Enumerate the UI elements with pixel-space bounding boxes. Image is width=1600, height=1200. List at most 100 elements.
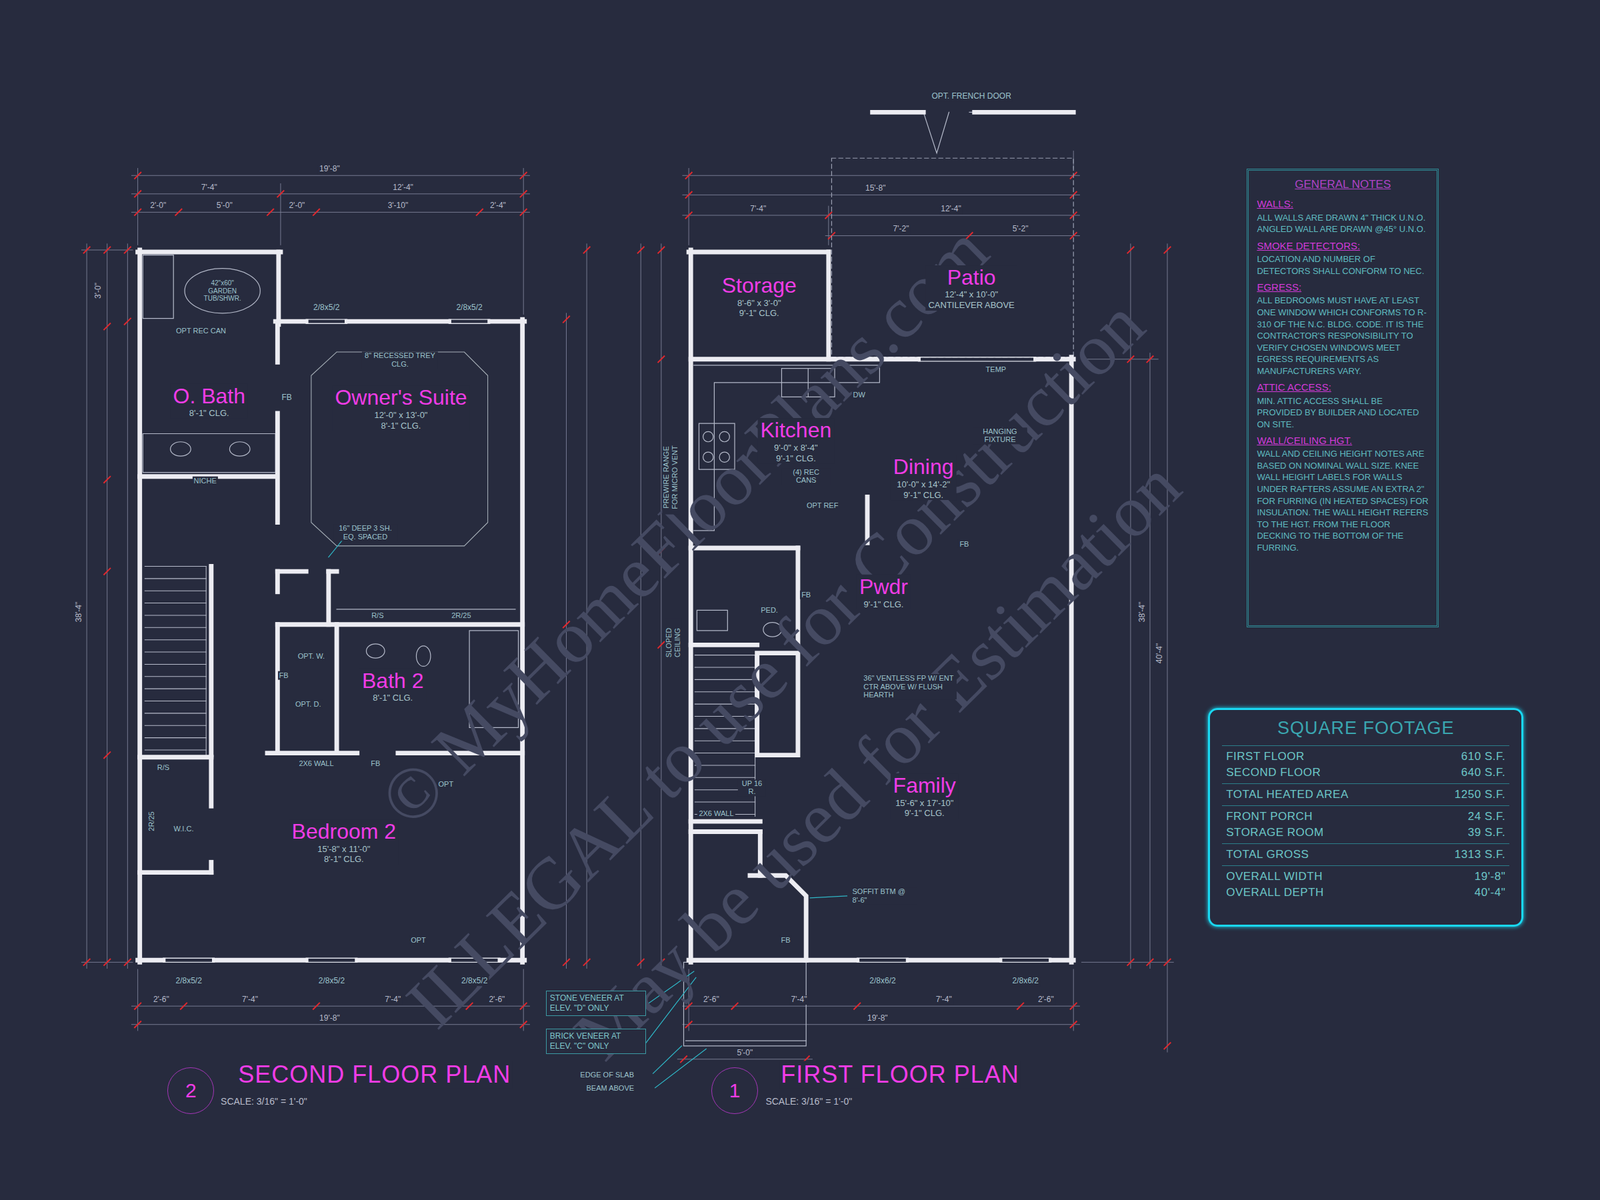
dimension-line <box>137 969 138 1031</box>
dimension-tick <box>313 209 320 216</box>
dimension-tick <box>104 476 110 483</box>
dimension-label: 2'-6" <box>487 995 506 1005</box>
table-cell-value: 1313 S.F. <box>1454 848 1506 862</box>
table-cell-value: 1250 S.F. <box>1454 788 1506 802</box>
annotation-label: (4) REC CANS <box>782 468 831 485</box>
table-row: TOTAL GROSS1313 S.F. <box>1222 846 1510 863</box>
annotation-label: 2R/25 <box>450 611 472 620</box>
table-cell-label: STORAGE ROOM <box>1226 826 1324 840</box>
annotation-label: NICHE <box>192 476 218 486</box>
window-symbol <box>163 958 215 959</box>
dimension-label: 15'-8" <box>864 184 888 194</box>
dimension-line <box>688 168 690 246</box>
table-heading: SQUARE FOOTAGE <box>1222 718 1510 746</box>
callout-text: BRICK VENEER AT ELEV. "C" ONLY <box>550 1031 642 1052</box>
square-footage-table: SQUARE FOOTAGEFIRST FLOOR610 S.F.SECOND … <box>1208 708 1524 927</box>
dimension-label: 7'-4" <box>383 995 402 1005</box>
room-name: Family <box>893 773 956 798</box>
dimension-label: 12'-4" <box>391 183 415 193</box>
wall <box>688 250 829 255</box>
dimension-line <box>682 175 1080 176</box>
room-name: Storage <box>722 273 797 298</box>
plan-title: FIRST FLOOR PLAN <box>779 1060 1020 1088</box>
dimension-line <box>677 1058 812 1060</box>
dimension-label: 19'-8" <box>318 1014 342 1024</box>
wall <box>872 110 924 115</box>
notes-subheading: EGRESS: <box>1256 280 1429 294</box>
room-info: 8'-1" CLG. <box>173 408 246 419</box>
dimension-label: 38'-4" <box>1138 600 1148 624</box>
dimension-line <box>131 193 530 194</box>
room-info: 9'-0" x 8'-4" <box>760 442 832 454</box>
dimension-tick <box>104 959 110 966</box>
room-info: 12'-0" x 13'-0" <box>334 410 467 421</box>
table-cell-value: 24 S.F. <box>1468 810 1506 824</box>
annotation-label: 2/8x5/2 <box>312 303 341 313</box>
table-group: TOTAL GROSS1313 S.F. <box>1222 843 1510 866</box>
dimension-tick <box>520 190 527 197</box>
table-group: TOTAL HEATED AREA 1250 S.F. <box>1222 783 1510 806</box>
annotation-label: TEMP <box>984 365 1008 374</box>
stair-tread <box>144 652 206 653</box>
dimension-tick <box>104 568 110 575</box>
dimension-tick <box>686 172 692 179</box>
stair-tread <box>144 566 206 567</box>
dimension-label: 7'-4" <box>240 995 260 1005</box>
stair-tread <box>144 688 206 690</box>
dimension-label: 7'-4" <box>200 183 219 193</box>
window-symbol <box>1000 962 1052 963</box>
table-row: TOTAL HEATED AREA 1250 S.F. <box>1222 786 1510 803</box>
notes-body: ALL WALLS ARE DRAWN 4" THICK U.N.O. ANGL… <box>1256 212 1429 236</box>
table-cell-value: 610 S.F. <box>1461 750 1506 764</box>
dimension-line <box>523 969 524 1031</box>
annotation-label: OPT REC CAN <box>174 326 228 336</box>
annotation-label: 2/8x6/2 <box>1011 977 1040 987</box>
annotation-label: HANGING FIXTURE <box>973 427 1028 444</box>
dimension-tick <box>1146 959 1153 966</box>
plan-number: 1 <box>729 1079 741 1102</box>
window-symbol <box>163 962 215 963</box>
annotation-label: FB <box>369 759 382 768</box>
dimension-label: 2'-0" <box>148 201 168 211</box>
annotation-label: FB <box>780 935 792 944</box>
fixture-outline <box>142 434 276 473</box>
dimension-label: 7'-4" <box>748 204 768 214</box>
dimension-tick <box>134 1021 141 1028</box>
dimension-tick <box>267 209 274 216</box>
dimension-line <box>682 214 1080 216</box>
annotation-label: PED. <box>759 606 780 615</box>
fixture-outline <box>336 608 516 610</box>
room-info: 9'-1" CLG. <box>893 490 954 501</box>
dimension-tick <box>854 1003 860 1010</box>
stair-tread <box>144 590 206 592</box>
room-info: 8'-1" CLG. <box>292 854 397 865</box>
room-label: O. Bath8'-1" CLG. <box>170 383 249 418</box>
callout-box: STONE VENEER AT ELEV. "D" ONLY <box>546 990 646 1016</box>
table-row: FIRST FLOOR610 S.F. <box>1222 748 1510 765</box>
room-label: Storage8'-6" x 3'-0"9'-1" CLG. <box>719 273 800 319</box>
table-cell-label: TOTAL HEATED AREA <box>1226 788 1349 802</box>
plan-title: SECOND FLOOR PLAN <box>236 1060 512 1088</box>
dimension-label: 2'-6" <box>1036 995 1056 1005</box>
table-cell-label: OVERALL WIDTH <box>1226 870 1323 884</box>
dimension-label: 19'-8" <box>318 164 342 174</box>
room-info: 9'-1" CLG. <box>859 598 908 610</box>
notes-heading: GENERAL NOTES <box>1256 177 1429 193</box>
notes-body: ALL BEDROOMS MUST HAVE AT LEAST ONE WIND… <box>1256 294 1429 377</box>
room-label: Pwdr9'-1" CLG. <box>856 574 911 610</box>
dimension-tick <box>520 172 527 179</box>
room-label: Family15'-6" x 17'-10"9'-1" CLG. <box>890 773 959 819</box>
dimension-line <box>1167 244 1168 1052</box>
window-symbol <box>1000 958 1052 959</box>
fixture-outline <box>969 112 1074 113</box>
window-symbol <box>448 318 490 320</box>
dimension-tick <box>1017 1003 1024 1010</box>
wall <box>137 250 142 962</box>
annotation-label: OPT REF <box>805 500 840 510</box>
table-cell-label: OVERALL DEPTH <box>1226 886 1324 900</box>
annotation-label: 16" DEEP 3 SH. EQ. SPACED <box>333 524 398 541</box>
wall <box>346 319 449 324</box>
dimension-tick <box>84 959 90 966</box>
stair-tread <box>144 737 206 738</box>
